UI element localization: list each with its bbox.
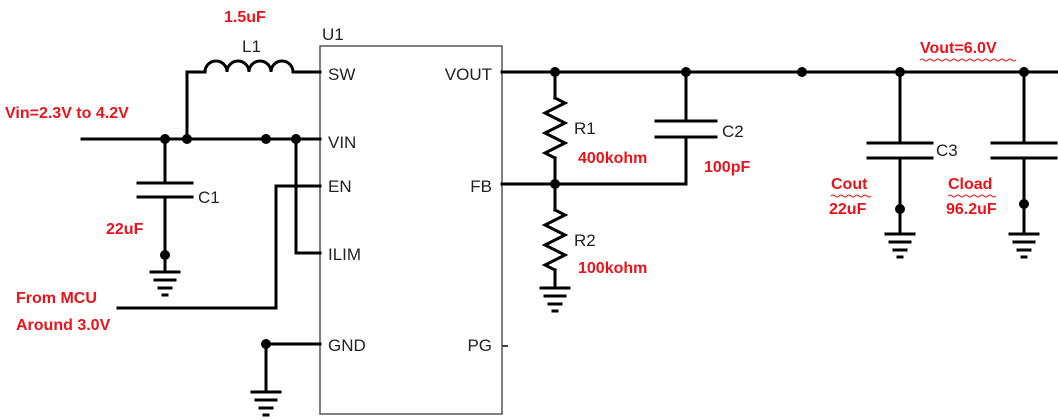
- r1-value: 400kohm: [578, 150, 647, 167]
- c3-ref: C3: [936, 141, 958, 160]
- vin-label: Vin=2.3V to 4.2V: [5, 105, 129, 122]
- pin-fb: FB: [470, 177, 492, 196]
- c3-name-underline: [830, 194, 872, 198]
- ilim-wire: [294, 137, 322, 255]
- vout-label-underline: [919, 58, 1017, 62]
- pin-sw: SW: [328, 65, 355, 84]
- pin-pg: PG: [467, 336, 492, 355]
- inductor-l1: [185, 59, 322, 74]
- c1-ref: C1: [198, 188, 220, 207]
- r2-value: 100kohm: [578, 260, 647, 277]
- junction-vin-mid: [261, 134, 271, 144]
- cload-name: Cload: [948, 176, 992, 193]
- pin-gnd: GND: [328, 336, 366, 355]
- l1-value: 1.5uF: [224, 9, 266, 26]
- c3-ground-icon: [884, 232, 916, 259]
- c3-name: Cout: [831, 176, 868, 193]
- c2-ref: C2: [722, 122, 744, 141]
- ic-ground-icon: [250, 342, 282, 417]
- junction-vout-mid: [797, 67, 807, 77]
- r2-ground-icon: [539, 286, 571, 313]
- cload-name-underline: [947, 194, 997, 198]
- resistor-r2: [541, 182, 569, 288]
- cload-value: 96.2uF: [946, 201, 997, 218]
- capacitor-c3: [866, 70, 934, 234]
- pin-vout: VOUT: [445, 65, 492, 84]
- c3-value: 22uF: [829, 201, 867, 218]
- en-wire: [116, 184, 322, 310]
- c2-value: 100pF: [704, 159, 750, 176]
- cload-ground-icon: [1008, 232, 1040, 259]
- l1-ref: L1: [242, 37, 261, 56]
- ic-ref: U1: [322, 25, 344, 44]
- mcu-label-line1: From MCU: [16, 290, 97, 307]
- mcu-label-line2: Around 3.0V: [16, 317, 111, 334]
- capacitor-c1: [136, 137, 194, 260]
- r1-ref: R1: [574, 119, 596, 138]
- ic-body: [319, 45, 503, 415]
- c1-value: 22uF: [106, 221, 144, 238]
- resistor-r1: [541, 70, 569, 186]
- r2-ref: R2: [574, 231, 596, 250]
- pin-en: EN: [328, 177, 352, 196]
- capacitor-cload: [990, 70, 1058, 234]
- junction-vin-l1: [182, 134, 192, 144]
- c1-ground-icon: [149, 256, 181, 297]
- pin-vin: VIN: [328, 133, 356, 152]
- capacitor-c2: [654, 70, 718, 186]
- pin-ilim: ILIM: [328, 245, 361, 264]
- vout-label: Vout=6.0V: [920, 40, 997, 57]
